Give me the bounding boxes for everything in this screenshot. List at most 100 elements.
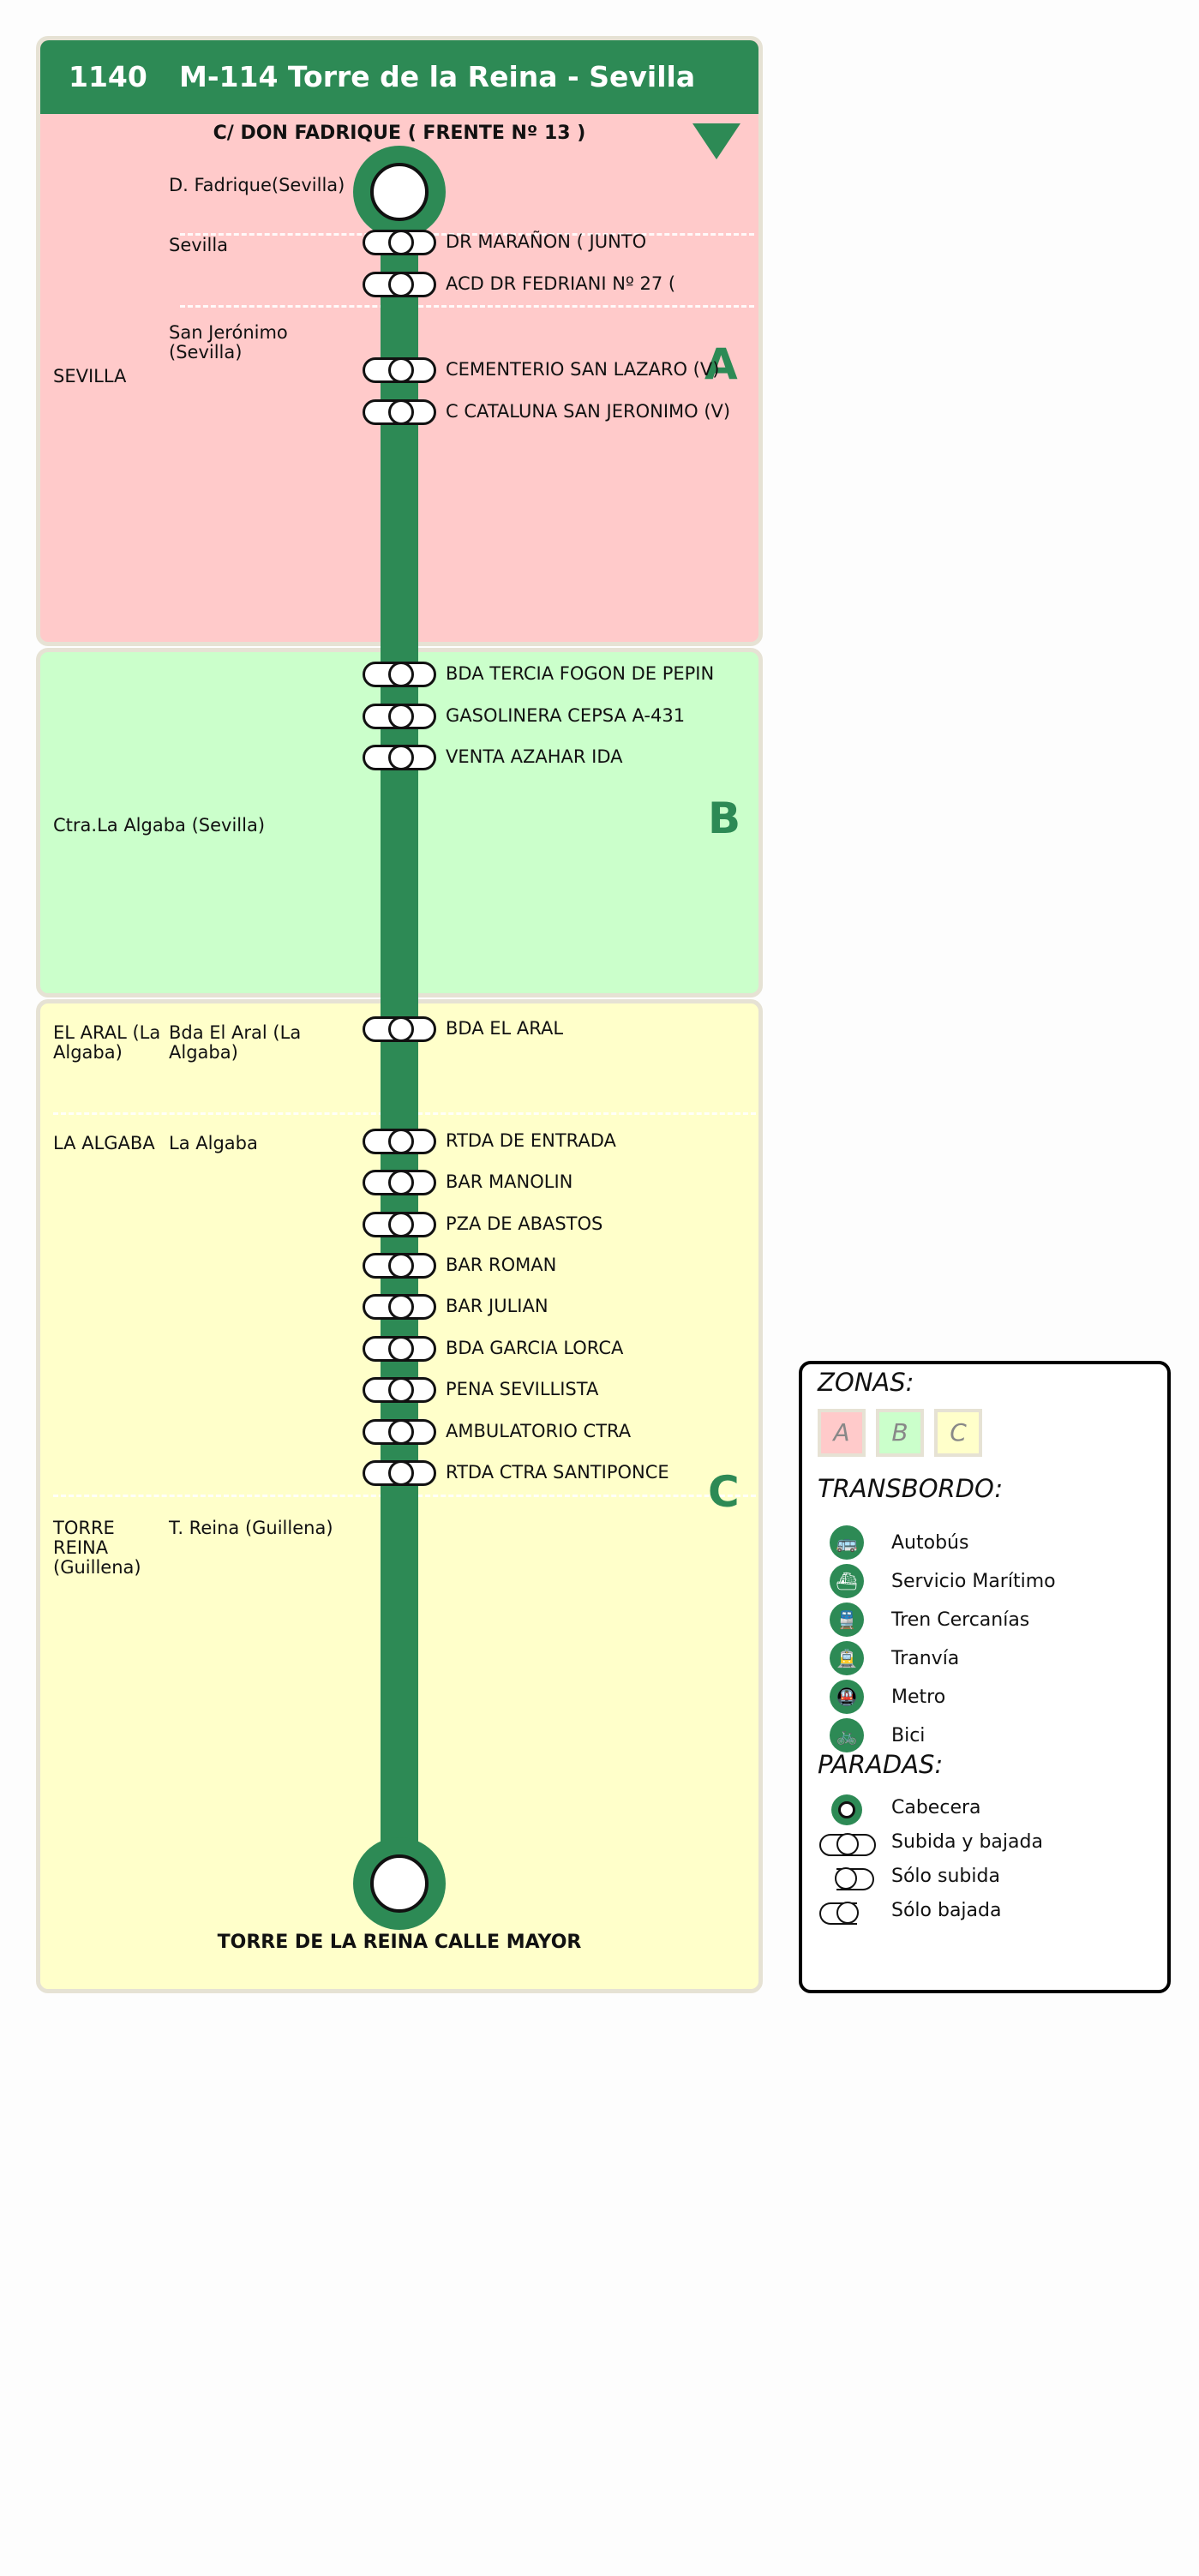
board-alight-stop-icon xyxy=(363,1212,436,1237)
board-alight-stop-icon xyxy=(363,1016,436,1042)
stop-name: AMBULATORIO CTRA xyxy=(446,1421,632,1441)
municipality-label: La Algaba xyxy=(169,1133,258,1153)
stop-name: BAR ROMAN xyxy=(446,1255,557,1275)
stop-marker[interactable] xyxy=(363,1170,436,1195)
stop-marker[interactable] xyxy=(363,1460,436,1486)
stop-marker[interactable] xyxy=(363,1253,436,1279)
stop-name: PENA SEVILLISTA xyxy=(446,1379,599,1399)
stop-name: DR MARAÑON ( JUNTO xyxy=(446,231,647,252)
legend-zone-a: A xyxy=(818,1409,866,1457)
municipality-label: San Jerónimo (Sevilla) xyxy=(169,322,288,362)
stop-marker[interactable] xyxy=(363,357,436,383)
board-alight-stop-icon xyxy=(363,1336,436,1362)
stop-name: VENTA AZAHAR IDA xyxy=(446,746,623,767)
stop-marker[interactable] xyxy=(363,745,436,770)
terminal-stop-icon xyxy=(831,1794,862,1825)
legend-zone-c: C xyxy=(934,1409,982,1457)
municipality-label: Bda El Aral (La Algaba) xyxy=(169,1022,302,1063)
stop-name: BAR MANOLIN xyxy=(446,1171,573,1192)
alight-only-stop-icon xyxy=(819,1902,859,1925)
stop-marker[interactable] xyxy=(363,1129,436,1154)
zone-divider xyxy=(180,233,754,236)
stop-name: ACD DR FEDRIANI Nº 27 ( xyxy=(446,273,676,294)
start-terminal-stop[interactable] xyxy=(353,146,446,238)
legend-transfer-label: Tranvía xyxy=(891,1648,960,1669)
stop-name: RTDA CTRA SANTIPONCE xyxy=(446,1462,669,1483)
board-only-stop-icon xyxy=(835,1867,874,1890)
start-terminal-label: C/ DON FADRIQUE ( FRENTE Nº 13 ) xyxy=(213,123,586,144)
bus-icon: 🚌 xyxy=(830,1525,864,1560)
stop-marker[interactable] xyxy=(363,230,436,255)
stop-marker[interactable] xyxy=(363,662,436,687)
board-alight-stop-icon xyxy=(363,1460,436,1486)
stop-name: C CATALUNA SAN JERONIMO (V) xyxy=(446,401,731,422)
stop-name: BAR JULIAN xyxy=(446,1296,549,1316)
zone-letter-c: C xyxy=(708,1467,740,1517)
route-header: 1140 M-114 Torre de la Reina - Sevilla xyxy=(40,40,758,114)
stop-marker[interactable] xyxy=(363,399,436,425)
municipality-label: T. Reina (Guillena) xyxy=(169,1518,333,1538)
legend-transfer-label: Tren Cercanías xyxy=(891,1609,1030,1631)
legend-transfer-label: Autobús xyxy=(891,1532,969,1554)
stop-marker[interactable] xyxy=(363,272,436,297)
stop-marker[interactable] xyxy=(363,1377,436,1403)
stop-marker[interactable] xyxy=(363,1419,436,1445)
stop-marker[interactable] xyxy=(363,1212,436,1237)
legend-panel: ZONAS: A B C TRANSBORDO: 🚌 Autobús ⛴ Ser… xyxy=(799,1361,1171,1993)
board-alight-stop-icon xyxy=(819,1833,876,1856)
tram-icon: 🚊 xyxy=(830,1641,864,1675)
stop-name: PZA DE ABASTOS xyxy=(446,1213,603,1234)
legend-transfer-label: Metro xyxy=(891,1686,946,1708)
board-alight-stop-icon xyxy=(363,399,436,425)
legend-transfer-label: Bici xyxy=(891,1725,926,1746)
board-alight-stop-icon xyxy=(363,230,436,255)
zone-divider xyxy=(180,305,754,308)
stop-name: GASOLINERA CEPSA A-431 xyxy=(446,705,686,726)
board-alight-stop-icon xyxy=(363,1294,436,1320)
stop-name: RTDA DE ENTRADA xyxy=(446,1130,616,1151)
direction-arrow-icon xyxy=(692,123,740,159)
route-number: 1140 xyxy=(69,60,147,93)
legend-stop-label: Sólo subida xyxy=(891,1866,1000,1887)
board-alight-stop-icon xyxy=(363,1377,436,1403)
ferry-icon: ⛴ xyxy=(830,1564,864,1598)
legend-stop-label: Subida y bajada xyxy=(891,1831,1043,1853)
stop-marker[interactable] xyxy=(363,1336,436,1362)
stop-marker[interactable] xyxy=(363,1294,436,1320)
legend-stop-label: Sólo bajada xyxy=(891,1900,1002,1921)
bike-icon: 🚲 xyxy=(830,1718,864,1752)
stop-marker[interactable] xyxy=(363,1016,436,1042)
board-alight-stop-icon xyxy=(363,1129,436,1154)
legend-stop-label: Cabecera xyxy=(891,1797,981,1818)
board-alight-stop-icon xyxy=(363,1419,436,1445)
legend-zone-b: B xyxy=(876,1409,924,1457)
legend-zones-title: ZONAS: xyxy=(818,1368,914,1397)
board-alight-stop-icon xyxy=(363,1253,436,1279)
zone-letter-a: A xyxy=(704,339,738,389)
stop-marker[interactable] xyxy=(363,704,436,729)
district-label: Ctra.La Algaba (Sevilla) xyxy=(53,815,266,836)
board-alight-stop-icon xyxy=(363,1170,436,1195)
stop-name: BDA EL ARAL xyxy=(446,1018,564,1039)
end-terminal-stop[interactable] xyxy=(353,1837,446,1930)
district-label: LA ALGABA xyxy=(53,1133,155,1153)
stop-name: BDA GARCIA LORCA xyxy=(446,1338,624,1358)
board-alight-stop-icon xyxy=(363,745,436,770)
municipality-label: D. Fadrique(Sevilla) xyxy=(169,175,345,195)
district-label: TORRE REINA (Guillena) xyxy=(53,1518,141,1578)
legend-transfer-title: TRANSBORDO: xyxy=(818,1474,1004,1503)
municipality-label: Sevilla xyxy=(169,235,229,255)
board-alight-stop-icon xyxy=(363,662,436,687)
legend-stops-title: PARADAS: xyxy=(818,1750,944,1779)
board-alight-stop-icon xyxy=(363,357,436,383)
end-terminal-label: TORRE DE LA REINA CALLE MAYOR xyxy=(217,1932,582,1953)
zone-letter-b: B xyxy=(708,794,741,843)
board-alight-stop-icon xyxy=(363,704,436,729)
stop-name: CEMENTERIO SAN LAZARO (V) xyxy=(446,359,720,380)
route-name: M-114 Torre de la Reina - Sevilla xyxy=(179,60,696,93)
district-label: EL ARAL (La Algaba) xyxy=(53,1022,161,1063)
train-icon: 🚆 xyxy=(830,1603,864,1637)
district-label: SEVILLA xyxy=(53,366,127,386)
legend-transfer-label: Servicio Marítimo xyxy=(891,1571,1056,1592)
metro-icon: 🚇 xyxy=(830,1680,864,1714)
